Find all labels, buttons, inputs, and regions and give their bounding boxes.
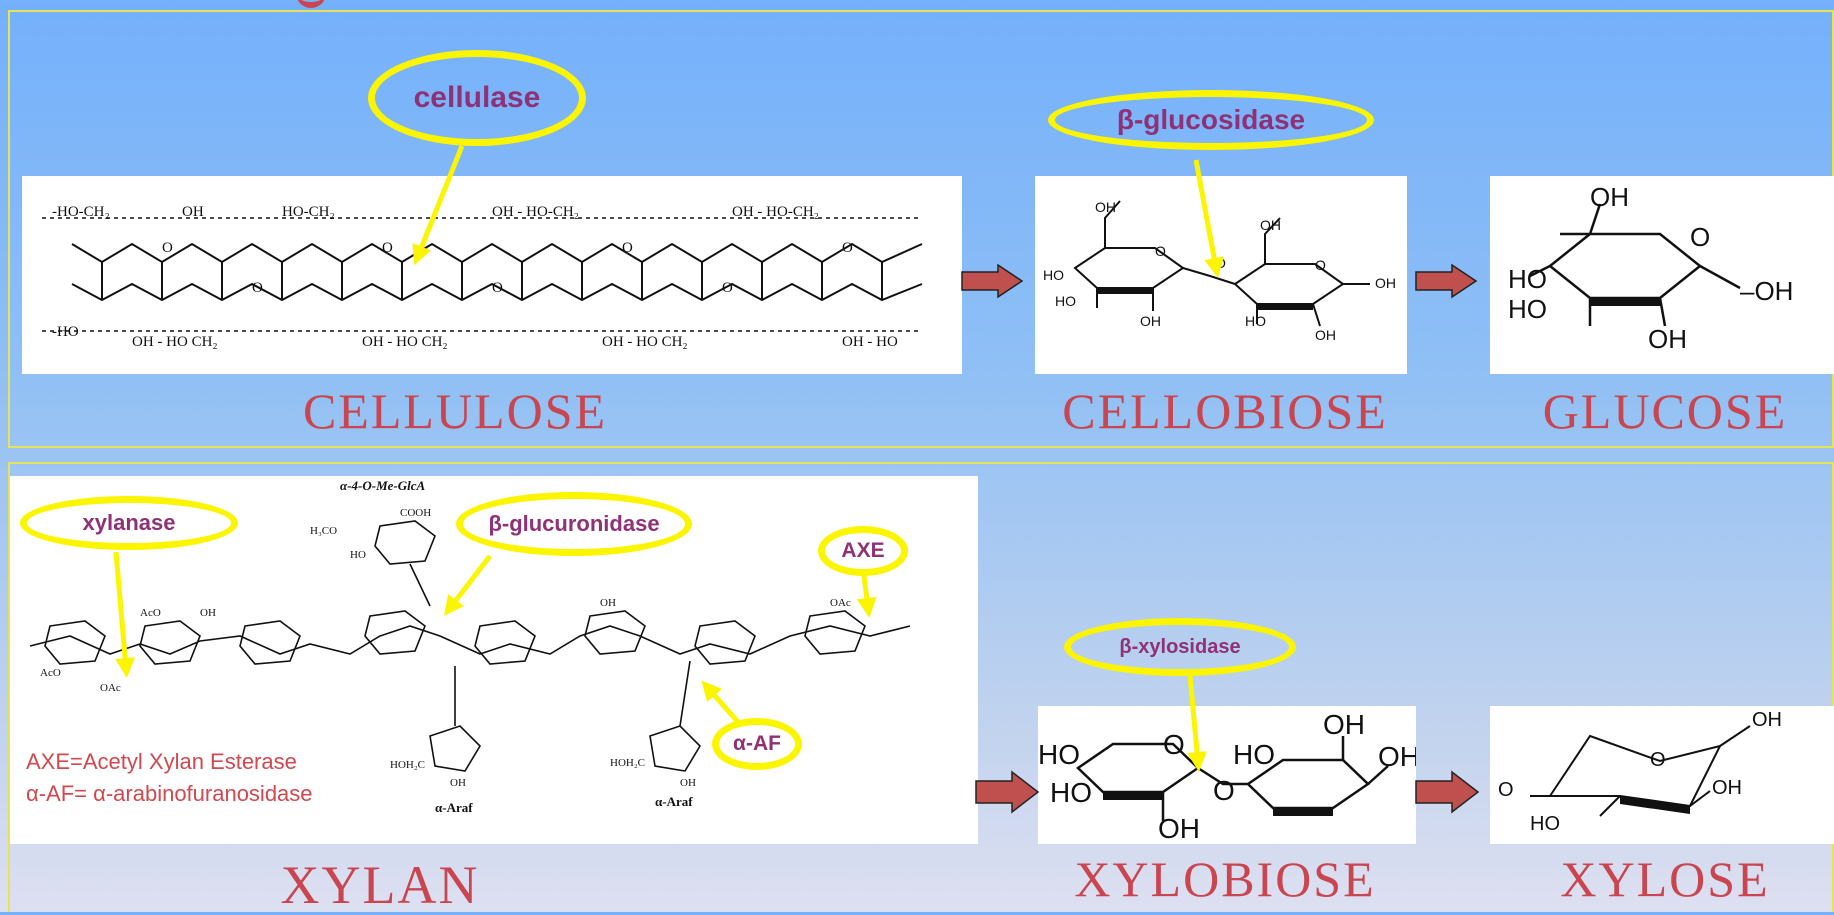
svg-text:OH: OH: [1378, 741, 1416, 772]
svg-text:HO: HO: [1508, 264, 1547, 294]
beta-xylosidase-ellipse: β-xylosidase: [1064, 618, 1296, 676]
svg-text:O: O: [1215, 255, 1226, 271]
svg-text:OH: OH: [200, 607, 216, 619]
xylan-to-xylobiose-arrow: [975, 770, 1040, 814]
title-fragment: [296, 0, 326, 8]
alpha-af-ellipse: α-AF: [712, 718, 802, 770]
svg-text:HOH₂C: HOH₂C: [610, 757, 645, 769]
axe-note: AXE=Acetyl Xylan Esterase: [26, 749, 297, 774]
cellulose-label: Cellulose: [302, 383, 608, 439]
svg-text:OH: OH: [1648, 324, 1687, 354]
axe-ellipse: AXE: [818, 526, 908, 576]
xylose-label: Xylose: [1560, 851, 1770, 907]
svg-text:OH: OH: [600, 597, 616, 609]
cellobiose-to-glucose-arrow: [1415, 263, 1478, 299]
araf-label-1: α-Araf: [435, 800, 473, 815]
svg-text:COOH: COOH: [400, 507, 431, 519]
svg-text:OH: OH: [1323, 709, 1365, 740]
svg-text:OH: OH: [1095, 199, 1116, 215]
svg-text:HOH₂C: HOH₂C: [390, 759, 425, 771]
svg-text:HO-CH₂: HO-CH₂: [282, 204, 335, 220]
svg-text:-HO-CH₂: -HO-CH₂: [52, 204, 110, 220]
svg-text:OH: OH: [1315, 327, 1336, 343]
svg-text:OH: OH: [450, 777, 466, 789]
svg-text:O: O: [1690, 222, 1710, 252]
svg-text:O: O: [722, 280, 733, 296]
svg-text:OH: OH: [1712, 777, 1742, 799]
cellobiose-label: Cellobiose: [1062, 383, 1388, 439]
alpha-af-note: α-AF= α-arabinofuranosidase: [26, 781, 313, 806]
cellulose-to-cellobiose-arrow: [961, 263, 1024, 299]
svg-text:O: O: [492, 280, 503, 296]
cellulase-ellipse: cellulase: [368, 50, 586, 146]
svg-text:OH - HO: OH - HO: [842, 334, 898, 350]
svg-text:OH: OH: [1752, 709, 1782, 731]
svg-text:AcO: AcO: [140, 607, 161, 619]
svg-text:OH - HO-CH₂: OH - HO-CH₂: [732, 204, 819, 220]
svg-text:OH - HO-CH₂: OH - HO-CH₂: [492, 204, 579, 220]
svg-text:O: O: [1315, 257, 1326, 273]
xylobiose-label: Xylobiose: [1074, 851, 1376, 907]
svg-text:HO: HO: [1508, 294, 1547, 324]
xylanase-ellipse: xylanase: [20, 496, 238, 550]
svg-text:-HO: -HO: [52, 324, 79, 340]
svg-text:O: O: [1163, 729, 1185, 760]
svg-text:AcO: AcO: [40, 667, 61, 679]
svg-text:OAc: OAc: [830, 597, 851, 609]
svg-text:OH: OH: [182, 204, 204, 220]
svg-text:O: O: [382, 240, 393, 256]
svg-text:O: O: [1650, 749, 1666, 771]
svg-text:HO: HO: [1050, 777, 1092, 808]
beta-glucosidase-ellipse: β-glucosidase: [1048, 90, 1374, 150]
xylose-structure-image: O HO O OH OH: [1490, 706, 1834, 844]
cellulose-structure-image: -HO-CH₂ OH HO-CH₂ OH - HO-CH₂ OH - HO-CH₂ -…: [22, 176, 962, 374]
svg-text:OH - HO CH₂: OH - HO CH₂: [362, 334, 448, 350]
svg-text:O: O: [1213, 775, 1235, 806]
glucose-label: Glucose: [1542, 383, 1788, 439]
svg-text:–OH: –OH: [1740, 276, 1793, 306]
svg-text:OH: OH: [1158, 813, 1200, 844]
svg-text:HO: HO: [1530, 813, 1560, 835]
svg-text:O: O: [842, 240, 853, 256]
xylan-label: Xylan: [280, 855, 480, 915]
svg-text:HO: HO: [1233, 739, 1275, 770]
xylobiose-to-xylose-arrow: [1415, 770, 1480, 814]
svg-text:O: O: [622, 240, 633, 256]
svg-text:OH: OH: [1140, 313, 1161, 329]
svg-text:O: O: [1498, 779, 1514, 801]
svg-text:HO: HO: [1055, 293, 1076, 309]
svg-text:H₃CO: H₃CO: [310, 525, 337, 537]
svg-text:O: O: [1155, 243, 1166, 259]
xylan-panel: [8, 462, 1834, 912]
glca-label: α-4-O-Me-GlcA: [340, 478, 425, 493]
svg-text:OH: OH: [1260, 217, 1281, 233]
svg-text:O: O: [162, 240, 173, 256]
svg-text:O: O: [252, 280, 263, 296]
svg-text:HO: HO: [350, 549, 366, 561]
svg-text:OH: OH: [1590, 182, 1629, 212]
svg-text:OH: OH: [1375, 275, 1396, 291]
enzyme-abbreviation-notes: AXE=Acetyl Xylan Esterase α-AF= α-arabin…: [26, 746, 313, 810]
svg-text:HO: HO: [1245, 313, 1266, 329]
svg-text:OH - HO CH₂: OH - HO CH₂: [132, 334, 218, 350]
svg-text:OH: OH: [680, 777, 696, 789]
svg-text:HO: HO: [1038, 739, 1080, 770]
svg-text:OH - HO CH₂: OH - HO CH₂: [602, 334, 688, 350]
beta-glucuronidase-ellipse: β-glucuronidase: [456, 492, 692, 556]
araf-label-2: α-Araf: [655, 794, 693, 809]
svg-text:HO: HO: [1043, 267, 1064, 283]
svg-text:OAc: OAc: [100, 682, 121, 694]
